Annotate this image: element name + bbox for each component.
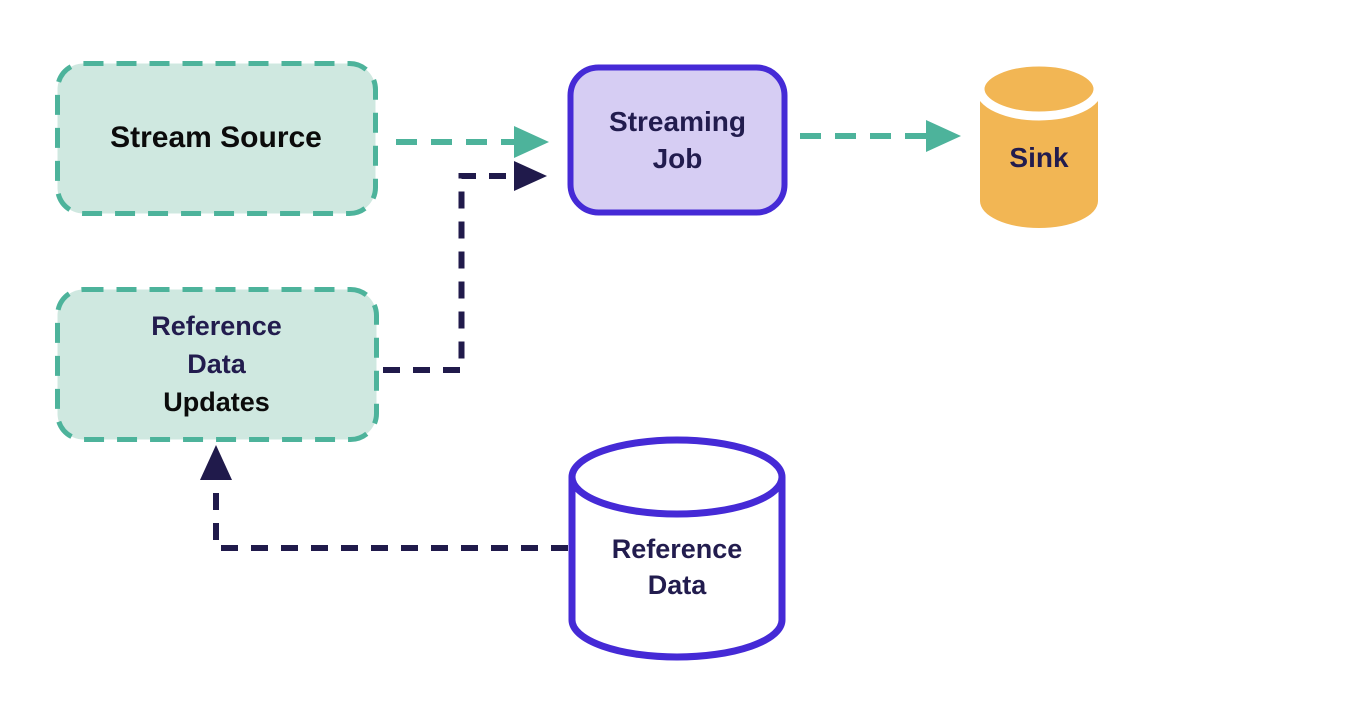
arrowhead-right-teal-1 bbox=[514, 126, 549, 158]
arrow-streaming-job-to-sink bbox=[800, 120, 961, 152]
arrowhead-up-navy bbox=[200, 445, 232, 480]
stream-source-box bbox=[55, 61, 378, 216]
arrowhead-right-navy bbox=[514, 161, 547, 191]
arrow-reference-updates-to-streaming-job bbox=[383, 161, 547, 373]
arrowhead-right-teal-2 bbox=[926, 120, 961, 152]
sink-cylinder-lid bbox=[975, 57, 1103, 121]
sink-cylinder-body bbox=[980, 89, 1098, 228]
arrow-stream-source-to-streaming-job bbox=[396, 126, 549, 158]
reference-data-cylinder-body bbox=[568, 477, 786, 661]
reference-data-cylinder-lid bbox=[568, 436, 786, 518]
arrow-reference-data-to-reference-updates bbox=[200, 445, 568, 551]
reference-data-cylinder bbox=[568, 436, 786, 661]
sink-cylinder bbox=[975, 57, 1103, 228]
reference-data-updates-box bbox=[55, 287, 379, 442]
streaming-job-box bbox=[567, 64, 788, 216]
